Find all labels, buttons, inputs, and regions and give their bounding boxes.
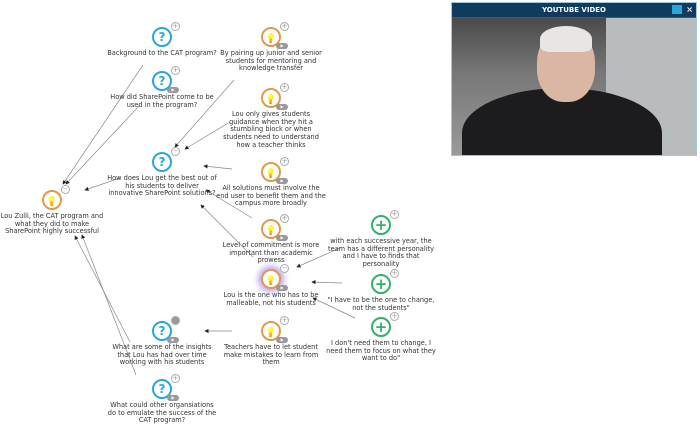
node-label: "I have to be the one to change, not the… xyxy=(327,296,435,312)
video-frame[interactable] xyxy=(452,18,696,155)
node-label: How does Lou get the best out of his stu… xyxy=(107,174,217,198)
bulb-glyph: 💡 xyxy=(265,95,277,105)
node-label: All solutions must involve the end user … xyxy=(216,184,326,208)
question-icon[interactable]: ?+ xyxy=(152,22,180,47)
lightbulb-icon[interactable]: 💡+ ▶ xyxy=(261,157,289,184)
question-node[interactable]: ? + ▶What could other organsiations do to … xyxy=(107,374,217,425)
question-node[interactable]: ? + ▶How did SharePoint come to be used in… xyxy=(107,66,217,109)
node-label: Level of commitment is more important th… xyxy=(222,241,320,265)
expand-icon[interactable]: + xyxy=(280,22,289,31)
idea-node[interactable]: 💡+ ▶Lou only gives students guidance when… xyxy=(216,83,326,150)
idea-node[interactable]: 💡+ ▶Level of commitment is more important… xyxy=(216,214,326,265)
node-label: By pairing up junior and senior students… xyxy=(220,49,322,73)
plus-pro-icon[interactable]: ++ xyxy=(371,312,399,337)
expand-icon[interactable]: + xyxy=(390,312,399,321)
question-icon[interactable]: ?− xyxy=(152,147,180,172)
lightbulb-icon[interactable]: 💡+ ▶ xyxy=(261,316,289,343)
play-icon[interactable]: ▶ xyxy=(167,395,179,401)
question-icon[interactable]: ? + ▶ xyxy=(152,374,180,401)
collapse-icon[interactable]: − xyxy=(280,264,289,273)
icon-glyph: ? xyxy=(158,324,166,338)
idea-node[interactable]: 💡+ ▶All solutions must involve the end us… xyxy=(216,157,326,208)
question-icon[interactable]: ? + ▶ xyxy=(152,66,180,93)
pro-node[interactable]: ++with each successive year, the team ha… xyxy=(326,210,436,269)
question-icon[interactable]: ?▶ xyxy=(152,316,180,343)
node-label: with each successive year, the team has … xyxy=(328,237,434,269)
play-icon[interactable]: ▶ xyxy=(276,178,288,184)
question-node[interactable]: ?▶What are some of the insights that Lou… xyxy=(107,316,217,367)
idea-node[interactable]: 💡− ▶Lou is the one who has to be malleabl… xyxy=(216,264,326,307)
bulb-glyph: 💡 xyxy=(265,34,277,44)
collapse-icon[interactable]: − xyxy=(61,185,70,194)
popout-icon[interactable] xyxy=(672,5,682,14)
node-label: What could other organsiations do to emu… xyxy=(107,401,217,425)
bulb-glyph: 💡 xyxy=(265,276,277,286)
node-label: Lou only gives students guidance when th… xyxy=(223,110,319,149)
expand-icon[interactable]: + xyxy=(171,22,180,31)
icon-glyph: + xyxy=(374,216,388,234)
node-label: What are some of the insights that Lou h… xyxy=(112,343,212,367)
play-icon[interactable]: ▶ xyxy=(276,104,288,110)
icon-glyph: ? xyxy=(158,382,166,396)
pro-node[interactable]: ++I don't need them to change, I need th… xyxy=(326,312,436,363)
idea-node[interactable]: 💡−Lou Zulli, the CAT program and what th… xyxy=(0,185,107,236)
expand-icon[interactable]: + xyxy=(280,316,289,325)
video-title-bar: YOUTUBE VIDEO × xyxy=(452,3,696,17)
plus-pro-icon[interactable]: ++ xyxy=(371,269,399,294)
presenter-hair xyxy=(540,26,592,52)
question-node[interactable]: ?+Background to the CAT program? xyxy=(107,22,217,58)
icon-glyph: ? xyxy=(158,155,166,169)
expand-icon[interactable]: + xyxy=(171,66,180,75)
node-label: Lou is the one who has to be malleable, … xyxy=(223,291,319,307)
play-icon[interactable]: ▶ xyxy=(276,235,288,241)
pro-node[interactable]: ++ "I have to be the one to change, not t… xyxy=(326,269,436,312)
play-icon[interactable]: ▶ xyxy=(276,285,288,291)
expand-icon[interactable]: + xyxy=(390,210,399,219)
expand-icon[interactable] xyxy=(171,316,180,325)
lightbulb-icon[interactable]: 💡+ ▶ xyxy=(261,214,289,241)
question-node[interactable]: ?−How does Lou get the best out of his s… xyxy=(107,147,217,198)
idea-node[interactable]: 💡+ ▶By pairing up junior and senior stude… xyxy=(216,22,326,73)
play-icon[interactable]: ▶ xyxy=(167,337,179,343)
lightbulb-icon[interactable]: 💡− xyxy=(42,185,70,210)
bulb-glyph: 💡 xyxy=(265,328,277,338)
lightbulb-icon[interactable]: 💡+ ▶ xyxy=(261,22,289,49)
expand-icon[interactable]: + xyxy=(171,374,180,383)
idea-node[interactable]: 💡+ ▶Teachers have to let student make mis… xyxy=(216,316,326,367)
icon-glyph: ? xyxy=(158,74,166,88)
node-label: How did SharePoint come to be used in th… xyxy=(110,93,214,109)
collapse-icon[interactable]: − xyxy=(171,147,180,156)
lightbulb-icon[interactable]: 💡+ ▶ xyxy=(261,83,289,110)
play-icon[interactable]: ▶ xyxy=(276,337,288,343)
node-label: I don't need them to change, I need them… xyxy=(326,339,436,363)
bulb-glyph: 💡 xyxy=(265,226,277,236)
expand-icon[interactable]: + xyxy=(280,214,289,223)
expand-icon[interactable]: + xyxy=(390,269,399,278)
bulb-glyph: 💡 xyxy=(46,197,58,207)
icon-glyph: + xyxy=(374,275,388,293)
icon-glyph: ? xyxy=(158,30,166,44)
expand-icon[interactable]: + xyxy=(280,83,289,92)
youtube-video-panel[interactable]: YOUTUBE VIDEO × xyxy=(451,2,697,156)
play-icon[interactable]: ▶ xyxy=(276,43,288,49)
video-title: YOUTUBE VIDEO xyxy=(541,6,607,14)
play-icon[interactable]: ▶ xyxy=(167,87,179,93)
lightbulb-icon[interactable]: 💡− ▶ xyxy=(261,264,289,291)
expand-icon[interactable]: + xyxy=(280,157,289,166)
close-icon[interactable]: × xyxy=(686,5,693,14)
bulb-glyph: 💡 xyxy=(265,169,277,179)
plus-pro-icon[interactable]: ++ xyxy=(371,210,399,235)
icon-glyph: + xyxy=(374,318,388,336)
node-label: Background to the CAT program? xyxy=(107,49,217,57)
node-label: Teachers have to let student make mistak… xyxy=(223,343,319,367)
node-label: Lou Zulli, the CAT program and what they… xyxy=(0,212,104,236)
